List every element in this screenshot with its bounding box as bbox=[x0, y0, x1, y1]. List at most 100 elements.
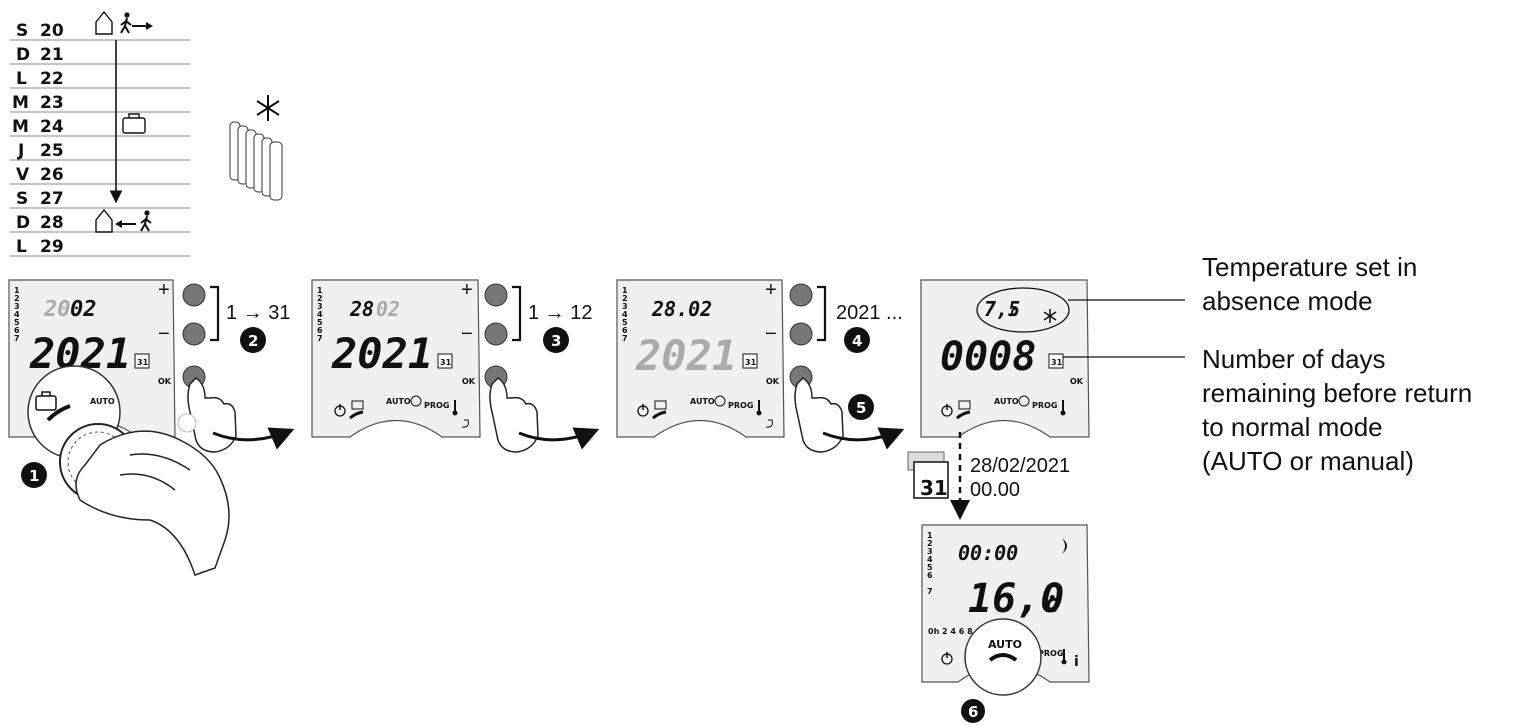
lcd-date: 28.02 bbox=[651, 297, 712, 321]
plus-label: + bbox=[461, 279, 473, 301]
return-button[interactable] bbox=[177, 413, 197, 433]
calendar-row: J 25 bbox=[10, 141, 190, 161]
plus-button[interactable] bbox=[789, 283, 813, 307]
return-date: 28/02/2021 bbox=[970, 455, 1070, 477]
calendar-row-day: 22 bbox=[40, 69, 64, 89]
thermostat-panel-5: 1 2 3 4 5 6 7 00:00 16,0 c 0h 2 4 6 8 ..… bbox=[921, 524, 1090, 683]
year-range-label: 2021 ... bbox=[836, 302, 903, 324]
lcd-date-month: 02 bbox=[376, 297, 400, 321]
week-number: 6 bbox=[927, 571, 933, 580]
step-number: 1 bbox=[29, 467, 39, 485]
calendar-row-day: 25 bbox=[40, 141, 64, 161]
plus-button[interactable] bbox=[484, 283, 508, 307]
clock-icon bbox=[410, 395, 422, 407]
lcd-year: 2021 bbox=[331, 329, 433, 378]
hand-icon bbox=[489, 377, 539, 453]
step-number: 3 bbox=[551, 332, 561, 350]
week-number: 1 bbox=[14, 286, 20, 295]
hour-scale: 0h 2 4 6 8 ... 22 24 bbox=[928, 627, 1013, 636]
thermostat-panel-4: 7,5 c 0008 31 OK AUTO PROG bbox=[920, 279, 1090, 438]
auto-label: AUTO bbox=[988, 638, 1022, 651]
calendar-day-label: 31 bbox=[920, 476, 948, 500]
moon-icon bbox=[1062, 538, 1067, 554]
info-icon: i bbox=[1074, 654, 1079, 670]
auto-label: AUTO bbox=[690, 397, 715, 406]
week-number: 6 bbox=[317, 326, 323, 335]
week-number: 6 bbox=[622, 326, 628, 335]
suitcase-icon bbox=[654, 400, 667, 410]
lcd-date-day: 28 bbox=[349, 297, 374, 321]
calendar-row: M 23 bbox=[10, 93, 190, 113]
calendar-row-day: 24 bbox=[40, 117, 64, 137]
mode-indicator bbox=[46, 404, 71, 422]
week-number: 3 bbox=[14, 302, 20, 311]
week-number: 1 bbox=[622, 286, 628, 295]
lcd-date-day: 20 bbox=[43, 297, 71, 322]
week-number: 5 bbox=[14, 318, 20, 327]
week-number: 5 bbox=[317, 318, 323, 327]
calendar-row-day: 27 bbox=[40, 189, 64, 209]
calendar-row-day: 21 bbox=[40, 45, 64, 65]
step-number: 6 bbox=[968, 703, 978, 721]
day-range-label: 1 → 31 bbox=[226, 302, 290, 324]
plus-label: + bbox=[765, 279, 777, 301]
prog-label: PROG bbox=[1038, 649, 1063, 658]
calendar-row: S 27 bbox=[10, 189, 190, 209]
calendar-row-letter: J bbox=[17, 141, 24, 161]
calendar-row-day: 26 bbox=[40, 165, 64, 185]
calendar-row: M 24 bbox=[10, 117, 190, 137]
auto-label: AUTO bbox=[386, 397, 411, 406]
minus-button[interactable] bbox=[789, 322, 813, 346]
flow-arrow bbox=[822, 427, 905, 450]
calendar-row-letter: M bbox=[12, 93, 29, 113]
calendar-row-letter: M bbox=[12, 117, 29, 137]
step-badge bbox=[844, 327, 870, 353]
radiator-icon bbox=[229, 121, 283, 201]
lcd-absence-temperature: 7,5 bbox=[984, 297, 1020, 321]
minus-label: − bbox=[461, 323, 473, 345]
calendar-row-day: 20 bbox=[40, 21, 64, 41]
auto-label: AUTO bbox=[90, 397, 115, 406]
hand-icon bbox=[794, 377, 844, 453]
week-number: 7 bbox=[622, 334, 628, 343]
calendar-icon: 31 bbox=[907, 451, 949, 500]
temperature-highlight bbox=[976, 287, 1070, 333]
calendar-row: S 20 bbox=[10, 21, 190, 41]
step-number: 2 bbox=[248, 332, 258, 350]
minus-label: − bbox=[765, 323, 777, 345]
calendar-icon: 31 bbox=[437, 353, 453, 369]
lcd-time: 00:00 bbox=[958, 541, 1018, 565]
calendar-row-letter: L bbox=[16, 237, 27, 257]
calendar-icon: 31 bbox=[1048, 353, 1064, 369]
ok-label: OK bbox=[158, 377, 172, 386]
annotation-temperature: absence mode bbox=[1202, 286, 1373, 316]
walking-person-icon bbox=[115, 210, 152, 232]
calendar-icon-label: 31 bbox=[1051, 358, 1063, 367]
week-number: 4 bbox=[14, 310, 20, 319]
step-badge bbox=[543, 327, 569, 353]
power-icon bbox=[334, 404, 346, 417]
calendar-row: D 21 bbox=[10, 45, 190, 65]
week-number: 3 bbox=[317, 302, 323, 311]
annotation-days: Number of days bbox=[1202, 344, 1386, 374]
minus-button[interactable] bbox=[182, 322, 206, 346]
week-number: 3 bbox=[622, 302, 628, 311]
minus-button[interactable] bbox=[484, 322, 508, 346]
week-number: 3 bbox=[927, 547, 933, 556]
week-number: 1 bbox=[317, 286, 323, 295]
minus-label: − bbox=[158, 323, 170, 345]
ok-label: OK bbox=[1070, 377, 1084, 386]
step-number: 4 bbox=[852, 332, 862, 350]
power-icon bbox=[941, 652, 953, 665]
lcd-temperature: 16,0 bbox=[968, 576, 1064, 622]
back-arrow-icon bbox=[461, 419, 469, 428]
hand-icon bbox=[187, 377, 237, 453]
return-time: 00.00 bbox=[970, 479, 1020, 501]
plus-button[interactable] bbox=[182, 283, 206, 307]
back-arrow-icon bbox=[765, 419, 773, 428]
flow-arrow bbox=[212, 427, 295, 450]
week-number: 2 bbox=[317, 294, 323, 303]
calendar-row: L 29 bbox=[10, 237, 190, 257]
annotation-days: to normal mode bbox=[1202, 412, 1383, 442]
prog-label: PROG bbox=[728, 401, 753, 410]
